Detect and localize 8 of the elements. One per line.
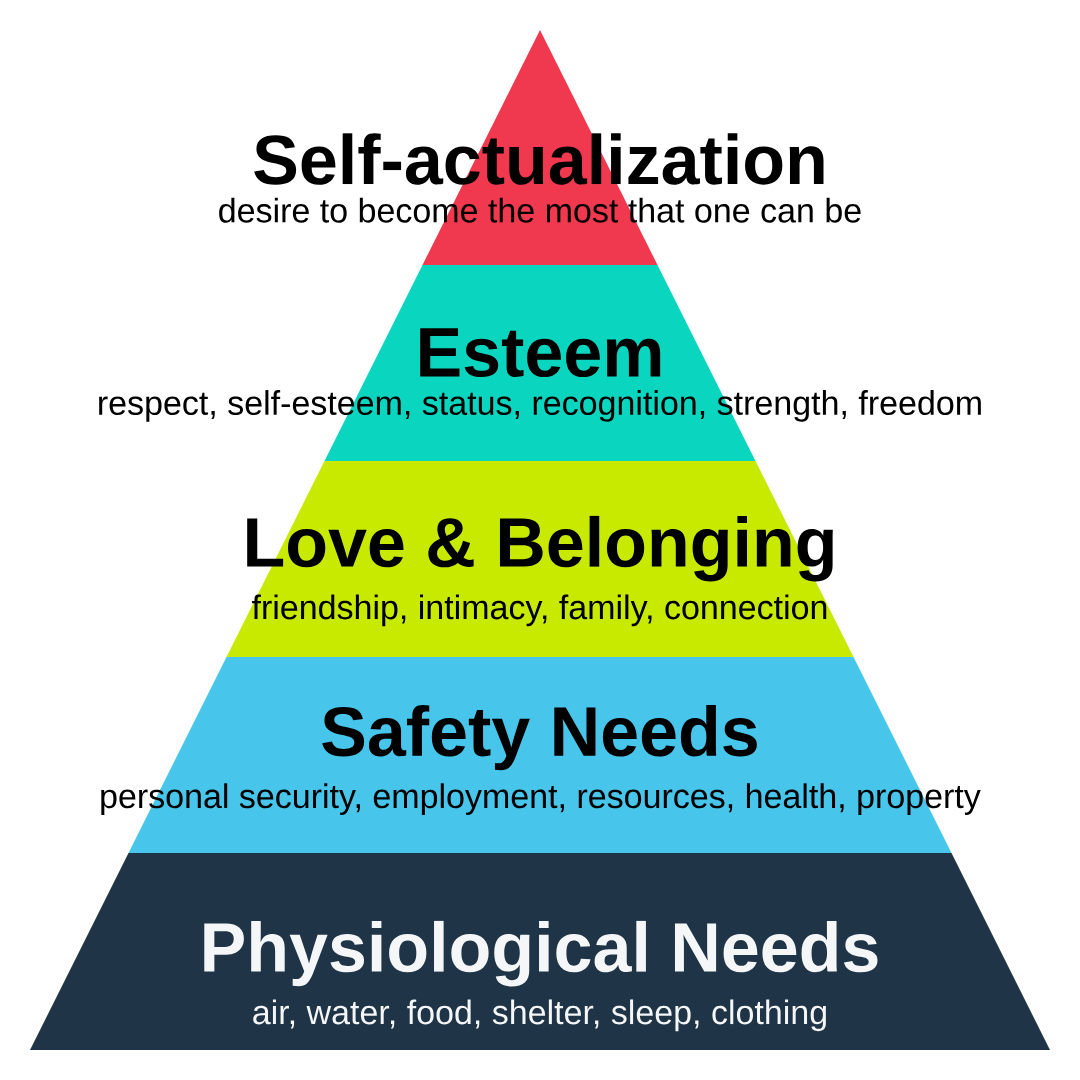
level-description: friendship, intimacy, family, connection [252, 594, 827, 627]
pyramid-band [101, 657, 981, 853]
level-description: air, water, food, shelter, sleep, clothing [253, 999, 826, 1032]
pyramid-band [30, 853, 1050, 1050]
level-title: Esteem [420, 328, 661, 378]
level-title: Safety Needs [322, 705, 757, 771]
level-title: Physiological Needs [204, 920, 878, 987]
pyramid-band [99, 265, 981, 461]
